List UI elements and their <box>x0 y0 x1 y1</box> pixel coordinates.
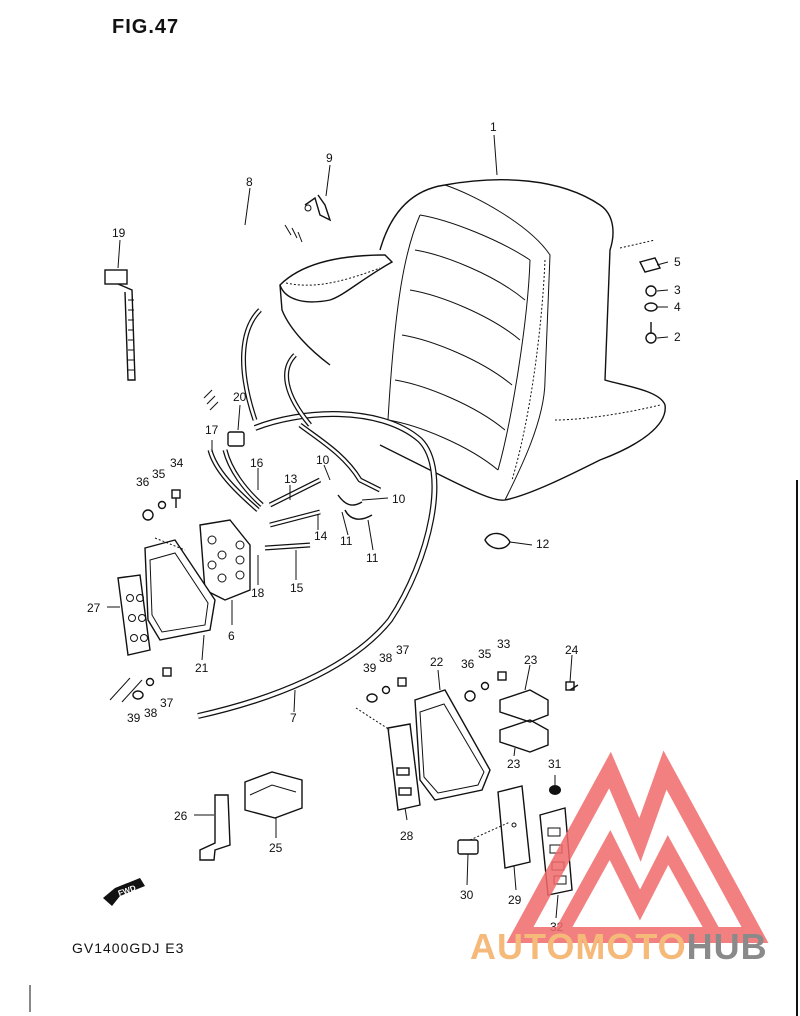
model-code: GV1400GDJ E3 <box>72 940 185 956</box>
clamp-9-hole <box>304 204 312 212</box>
bracket-26 <box>199 794 231 861</box>
callout-28: 28 <box>400 829 414 843</box>
fasteners-mid <box>366 671 579 703</box>
relay-box-6 <box>199 519 251 601</box>
callout-35-b: 35 <box>478 647 492 661</box>
callout-39-a: 39 <box>127 711 141 725</box>
callout-29: 29 <box>508 893 522 907</box>
callout-36-a: 36 <box>136 475 150 489</box>
callout-33: 33 <box>497 637 511 651</box>
hose-7 <box>197 411 438 719</box>
callout-26: 26 <box>174 809 188 823</box>
callout-11-a: 11 <box>340 534 353 548</box>
callout-6: 6 <box>228 629 235 643</box>
callout-7: 7 <box>290 711 297 725</box>
callout-labels: 1 2 3 4 5 6 7 8 9 10 10 11 11 12 13 14 1… <box>87 120 681 934</box>
fasteners-left-top <box>142 489 181 521</box>
callout-13: 13 <box>284 472 298 486</box>
hose-8 <box>192 224 303 411</box>
bracket-23 <box>499 689 549 753</box>
callout-38-a: 38 <box>144 706 158 720</box>
nut-31 <box>549 785 561 795</box>
leader-lines <box>107 134 669 919</box>
callout-5: 5 <box>674 255 681 269</box>
callout-39-b: 39 <box>363 661 377 675</box>
callout-23-a: 23 <box>524 653 538 667</box>
fasteners-left-bottom <box>109 667 172 703</box>
callout-9: 9 <box>326 151 333 165</box>
part-30 <box>457 839 479 855</box>
callout-2: 2 <box>674 330 681 344</box>
watermark-text-part2: HUB <box>686 926 768 967</box>
plate-29 <box>469 785 531 869</box>
callout-3: 3 <box>674 283 681 297</box>
callout-16: 16 <box>250 456 264 470</box>
callout-19: 19 <box>112 226 126 240</box>
watermark-logo <box>506 750 769 943</box>
figure-title: FIG.47 <box>112 16 180 38</box>
fasteners-right <box>484 239 662 550</box>
part-25 <box>244 771 303 819</box>
callout-21: 21 <box>195 661 209 675</box>
callout-11-b: 11 <box>366 551 379 565</box>
callout-10-b: 10 <box>392 492 406 506</box>
strap-19 <box>104 269 136 381</box>
fwd-arrow: FWD <box>103 878 145 906</box>
callout-30: 30 <box>460 888 474 902</box>
callout-35-a: 35 <box>152 467 166 481</box>
watermark-text-part1: AUTOMOTO <box>470 926 687 967</box>
seat-backrest-drawing <box>279 179 666 501</box>
callout-22: 22 <box>430 655 444 669</box>
cover-21 <box>144 537 216 641</box>
callout-27: 27 <box>87 601 101 615</box>
callout-24: 24 <box>565 643 579 657</box>
callout-1: 1 <box>490 120 497 134</box>
connector-20 <box>227 431 245 447</box>
callout-10-a: 10 <box>316 453 330 467</box>
fwd-label: FWD <box>117 883 137 898</box>
callout-20: 20 <box>233 390 247 404</box>
hoses-small <box>207 308 382 551</box>
callout-23-b: 23 <box>507 757 521 771</box>
panel-27 <box>117 574 151 656</box>
callout-17: 17 <box>205 423 219 437</box>
callout-18: 18 <box>251 586 265 600</box>
callout-34: 34 <box>170 456 184 470</box>
watermark-text: AUTOMOTOHUB <box>470 926 768 968</box>
callout-15: 15 <box>290 581 304 595</box>
callout-37-b: 37 <box>396 643 410 657</box>
clamp-9 <box>304 194 332 222</box>
callout-8: 8 <box>246 175 253 189</box>
callout-31: 31 <box>548 757 562 771</box>
callout-37-a: 37 <box>160 696 174 710</box>
callout-4: 4 <box>674 300 681 314</box>
panel-28 <box>355 707 421 811</box>
callout-12: 12 <box>536 537 550 551</box>
cover-22 <box>414 689 491 801</box>
callout-14: 14 <box>314 529 328 543</box>
callout-25: 25 <box>269 841 283 855</box>
callout-38-b: 38 <box>379 651 393 665</box>
callout-36-b: 36 <box>461 657 475 671</box>
